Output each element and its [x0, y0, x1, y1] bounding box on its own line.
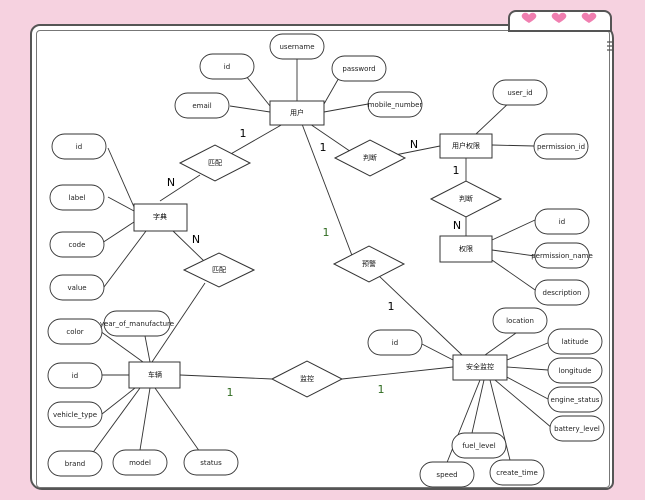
relationship-judge1: 判断 — [333, 139, 407, 177]
cardinality-label: 1 — [320, 141, 327, 154]
attr-dict-id: id — [76, 143, 82, 151]
svg-text:匹配: 匹配 — [212, 266, 226, 274]
attr-dict-code: code — [69, 241, 86, 249]
relationship-monitor: 监控 — [270, 360, 344, 398]
entity-user-label: 用户 — [290, 108, 304, 117]
attr-userperm-user-id: user_id — [507, 89, 532, 97]
entity-user-permission-label: 用户权限 — [452, 141, 480, 150]
attr-dict-value: value — [67, 284, 86, 292]
cardinality-label: 1 — [323, 226, 330, 239]
entity-vehicle-label: 车辆 — [148, 370, 162, 379]
attr-perm-name: permission_name — [531, 252, 593, 260]
heart-icon — [520, 12, 538, 24]
attr-user-id: id — [224, 63, 230, 71]
attr-user-mobile: mobile_number — [368, 101, 423, 109]
cardinality-label: N — [167, 176, 175, 189]
svg-text:判断: 判断 — [459, 194, 473, 203]
relationship-warning: 预警 — [332, 245, 406, 283]
entity-safety-monitor: 安全监控 — [452, 354, 508, 381]
cardinality-label: 1 — [227, 386, 234, 399]
cardinality-label: 1 — [378, 383, 385, 396]
attr-safety-longitude: longitude — [559, 367, 592, 375]
attr-safety-speed: speed — [436, 471, 457, 479]
heart-icon — [550, 12, 568, 24]
attr-vehicle-status: status — [200, 459, 222, 467]
relationship-match1: 匹配 — [178, 144, 252, 182]
cardinality-label: N — [410, 138, 418, 151]
attr-user-username: username — [280, 43, 315, 51]
attr-vehicle-type: vehicle_type — [53, 411, 97, 419]
svg-text:判断: 判断 — [363, 153, 377, 162]
attr-vehicle-year: year_of_manufacture — [100, 320, 174, 328]
svg-text:预警: 预警 — [362, 259, 376, 268]
attr-safety-fuel-level: fuel_level — [462, 442, 495, 450]
svg-text:匹配: 匹配 — [208, 159, 222, 167]
attr-safety-engine-status: engine_status — [551, 396, 600, 404]
attr-dict-label: label — [69, 194, 86, 202]
attr-perm-id: id — [559, 218, 565, 226]
entity-dictionary-label: 字典 — [153, 212, 167, 221]
attr-user-email: email — [192, 102, 211, 110]
entity-user: 用户 — [269, 100, 325, 126]
attr-perm-description: description — [543, 289, 582, 297]
attr-vehicle-id: id — [72, 372, 78, 380]
canvas-border — [36, 30, 610, 488]
attr-safety-latitude: latitude — [562, 338, 589, 346]
relationship-match2: 匹配 — [182, 252, 256, 288]
attr-vehicle-model: model — [129, 459, 151, 467]
cardinality-label: N — [453, 219, 461, 232]
menu-icon[interactable] — [606, 40, 616, 52]
heart-icon — [580, 12, 598, 24]
entity-safety-monitor-label: 安全监控 — [466, 362, 494, 371]
relationship-judge2: 判断 — [429, 180, 503, 218]
cardinality-label: 1 — [453, 164, 460, 177]
cardinality-label: 1 — [388, 300, 395, 313]
svg-text:监控: 监控 — [300, 374, 314, 383]
entity-dictionary: 字典 — [133, 203, 188, 232]
entity-permission: 权限 — [439, 235, 493, 263]
cardinality-label: 1 — [240, 127, 247, 140]
attr-vehicle-brand: brand — [65, 460, 86, 468]
attr-vehicle-color: color — [66, 328, 83, 336]
attr-safety-create-time: create_time — [496, 469, 538, 477]
entity-permission-label: 权限 — [459, 244, 473, 253]
attr-user-password: password — [342, 65, 375, 73]
cardinality-label: N — [192, 233, 200, 246]
attr-userperm-permission-id: permission_id — [537, 143, 585, 151]
attr-safety-location: location — [506, 317, 534, 325]
attr-safety-battery-level: battery_level — [554, 425, 600, 433]
entity-user-permission: 用户权限 — [439, 133, 493, 159]
entity-vehicle: 车辆 — [128, 361, 181, 389]
attr-safety-id: id — [392, 339, 398, 347]
